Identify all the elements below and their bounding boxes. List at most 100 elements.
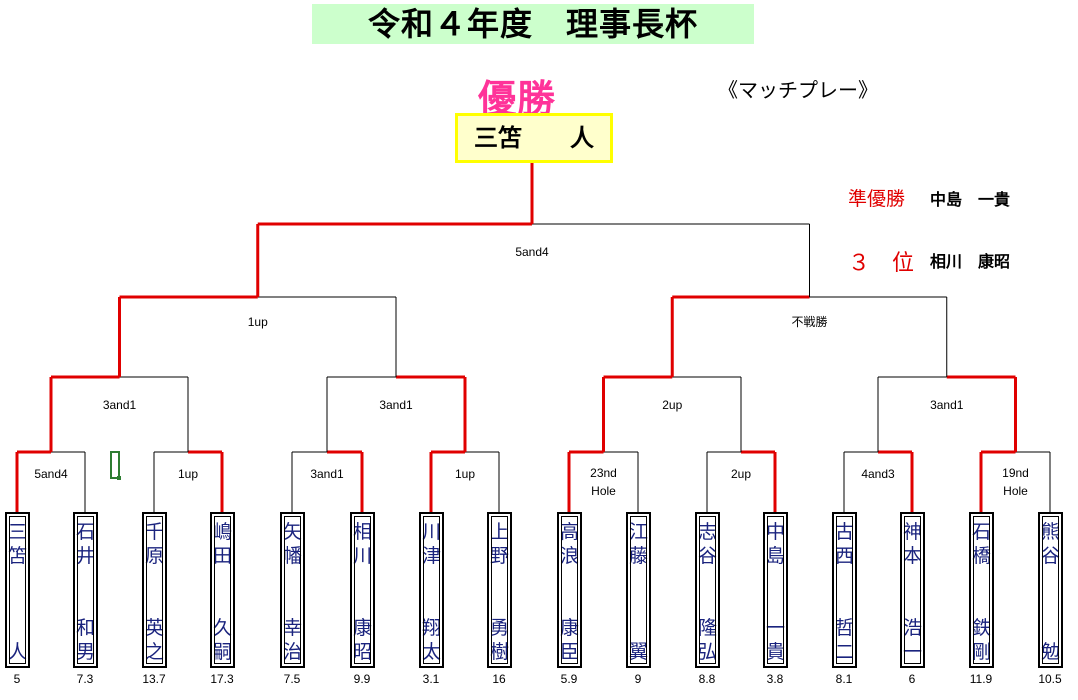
player-name-box: 千原 英之: [142, 512, 167, 668]
champion-name-box: 三笘 人: [455, 113, 613, 163]
player-handicap: 17.3: [210, 672, 234, 686]
player-handicap: 10.5: [1038, 672, 1062, 686]
player-name-box: 矢幡 幸治: [280, 512, 305, 668]
player-handicap: 16: [492, 672, 506, 686]
player-family-char: 川: [352, 545, 372, 567]
player-given-char: 貴: [765, 641, 785, 663]
match-result: Hole: [1003, 484, 1028, 498]
player-given-char: 之: [144, 641, 164, 663]
match-result: 3and1: [930, 398, 964, 412]
player-given-char: 英: [144, 617, 164, 639]
match-result: 23nd: [590, 466, 617, 480]
match-format-label: 《マッチプレー》: [718, 78, 878, 102]
player-family-char: 藤: [628, 545, 648, 567]
player-name-box: 石井 和男: [73, 512, 98, 668]
player-family-char: 島: [765, 545, 785, 567]
player-handicap: 13.7: [142, 672, 166, 686]
player-given-char: 弘: [697, 641, 717, 663]
player-given-char: 康: [352, 617, 372, 639]
player-given-char: 翼: [628, 641, 648, 663]
match-result: 5and4: [34, 467, 68, 481]
player-family-char: 三: [7, 521, 27, 543]
player-given-char: 人: [7, 641, 27, 663]
player-given-char: 昭: [352, 641, 372, 663]
player-handicap: 8.8: [698, 672, 716, 686]
match-result: 4and3: [861, 467, 895, 481]
player-handicap: 11.9: [969, 672, 993, 686]
player-given-char: 哲: [834, 617, 854, 639]
runner-up-label: 準優勝: [848, 188, 906, 210]
player-family-char: 相: [352, 521, 372, 543]
player-family-char: 矢: [282, 521, 302, 543]
match-result: Hole: [591, 484, 616, 498]
player-family-char: 石: [971, 521, 991, 543]
player-name-box: 嶋田 久嗣: [210, 512, 235, 668]
player-handicap: 3.1: [422, 672, 440, 686]
match-result: 1up: [454, 467, 476, 481]
player-handicap: 7.3: [76, 672, 94, 686]
match-result: 2up: [662, 398, 683, 412]
player-given-char: 一: [765, 617, 785, 639]
player-given-char: 一: [902, 641, 922, 663]
player-given-char: 嗣: [212, 641, 232, 663]
match-result: 3and1: [102, 398, 137, 412]
player-given-char: 康: [559, 617, 579, 639]
player-handicap: 5: [13, 672, 21, 686]
player-given-char: 翔: [421, 617, 441, 639]
player-name-box: 古西 哲二: [832, 512, 857, 668]
player-family-char: 古: [834, 521, 854, 543]
cell-cursor-marker: [110, 451, 121, 480]
player-name-box: 中島 一貴: [763, 512, 788, 668]
player-name-box: 相川 康昭: [350, 512, 375, 668]
player-given-char: 勇: [489, 617, 509, 639]
player-name-box: 三笘 人: [5, 512, 30, 668]
player-given-char: 樹: [489, 641, 509, 663]
player-name-box: 高浪 康臣: [557, 512, 582, 668]
player-given-char: 勉: [1040, 641, 1060, 663]
match-result: 5and4: [515, 245, 549, 259]
player-given-char: 二: [834, 641, 854, 663]
player-family-char: 川: [421, 521, 441, 543]
player-family-char: 高: [559, 521, 579, 543]
player-given-char: 和: [75, 617, 95, 639]
third-place-label: ３ 位: [848, 251, 915, 276]
player-name-box: 石橋 鉄剛: [969, 512, 994, 668]
player-given-char: 久: [212, 617, 232, 639]
player-given-char: 隆: [697, 617, 717, 639]
player-family-char: 幡: [282, 545, 302, 567]
player-family-char: 上: [489, 521, 509, 543]
player-family-char: 笘: [7, 545, 27, 567]
player-handicap: 3.8: [766, 672, 784, 686]
player-given-char: 剛: [971, 641, 991, 663]
player-family-char: 西: [834, 545, 854, 567]
player-family-char: 嶋: [212, 521, 232, 543]
player-family-char: 浪: [559, 545, 579, 567]
match-result: 1up: [247, 315, 268, 329]
player-family-char: 熊: [1040, 521, 1060, 543]
player-family-char: 石: [75, 521, 95, 543]
player-family-char: 江: [628, 521, 648, 543]
player-family-char: 橋: [971, 545, 991, 567]
player-given-char: 臣: [559, 641, 579, 663]
player-family-char: 千: [144, 521, 164, 543]
page-title: 令和４年度 理事長杯: [312, 4, 754, 44]
player-given-char: 治: [282, 641, 302, 663]
player-handicap: 9: [634, 672, 642, 686]
player-family-char: 谷: [1040, 545, 1060, 567]
player-family-char: 志: [697, 521, 717, 543]
third-place-name: 相川 康昭: [930, 252, 1011, 271]
runner-up-name: 中島 一貴: [930, 190, 1011, 209]
player-family-char: 田: [212, 545, 232, 567]
player-given-char: 男: [75, 641, 95, 663]
player-name-box: 川津 翔太: [419, 512, 444, 668]
player-given-char: 浩: [902, 617, 922, 639]
player-given-char: 太: [421, 641, 441, 663]
player-family-char: 中: [765, 521, 785, 543]
player-family-char: 神: [902, 521, 922, 543]
player-name-box: 上野 勇樹: [487, 512, 512, 668]
player-handicap: 7.5: [283, 672, 301, 686]
player-name-box: 神本 浩一: [900, 512, 925, 668]
match-result: 3and1: [379, 398, 413, 412]
match-result: 3and1: [310, 467, 344, 481]
